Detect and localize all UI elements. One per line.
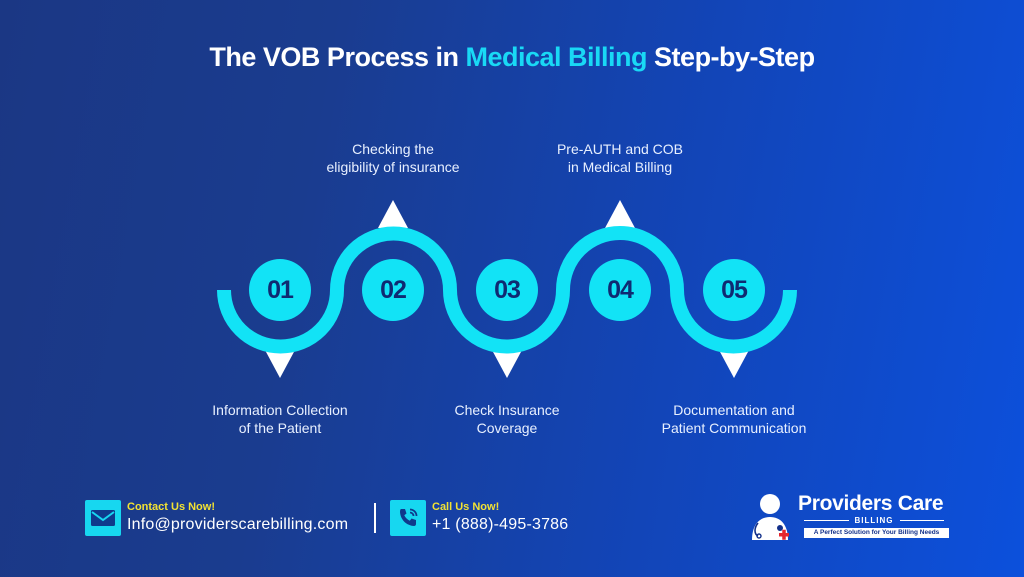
footer-divider [374, 503, 376, 533]
pointer-triangles [265, 200, 749, 378]
step-04-label: Pre-AUTH and COB in Medical Billing [556, 141, 684, 175]
phone-link[interactable]: +1 (888)-495-3786 [432, 515, 569, 533]
step-02-badge: 02 [362, 259, 424, 321]
email-link[interactable]: Info@providerscarebilling.com [127, 515, 349, 533]
pointer-triangle-04 [605, 200, 635, 228]
logo-tagline: A Perfect Solution for Your Billing Need… [804, 528, 949, 538]
step-03-badge: 03 [476, 259, 538, 321]
pointer-triangle-05 [719, 350, 749, 378]
logo-sub: BILLING [798, 516, 950, 525]
step-04-badge: 04 [589, 259, 651, 321]
logo-name: Providers Care [798, 492, 944, 515]
brand-logo: Providers Care BILLING A Perfect Solutio… [748, 490, 958, 550]
step-03-label: Check Insurance Coverage [454, 402, 560, 436]
phone-contact[interactable]: Call Us Now! +1 (888)-495-3786 [390, 500, 568, 536]
step-01-label: Information Collection of the Patient [212, 402, 348, 436]
title-highlight: Medical Billing [465, 42, 648, 72]
envelope-icon [85, 500, 121, 536]
doctor-icon [752, 494, 789, 540]
pointer-triangle-02 [378, 200, 408, 228]
phone-heading: Call Us Now! [432, 500, 500, 513]
step-02-label: Checking the eligibility of insurance [326, 141, 460, 175]
step-01-badge: 01 [249, 259, 311, 321]
step-05-badge: 05 [703, 259, 765, 321]
page-title: The VOB Process in Medical Billing Step-… [209, 42, 815, 72]
step-05-label: Documentation and Patient Communication [661, 402, 807, 436]
phone-icon [390, 500, 426, 536]
email-heading: Contact Us Now! [127, 500, 215, 513]
pointer-triangle-03 [492, 350, 522, 378]
wave-path [217, 226, 797, 354]
email-contact[interactable]: Contact Us Now! Info@providerscarebillin… [85, 500, 348, 536]
pointer-triangle-01 [265, 350, 295, 378]
